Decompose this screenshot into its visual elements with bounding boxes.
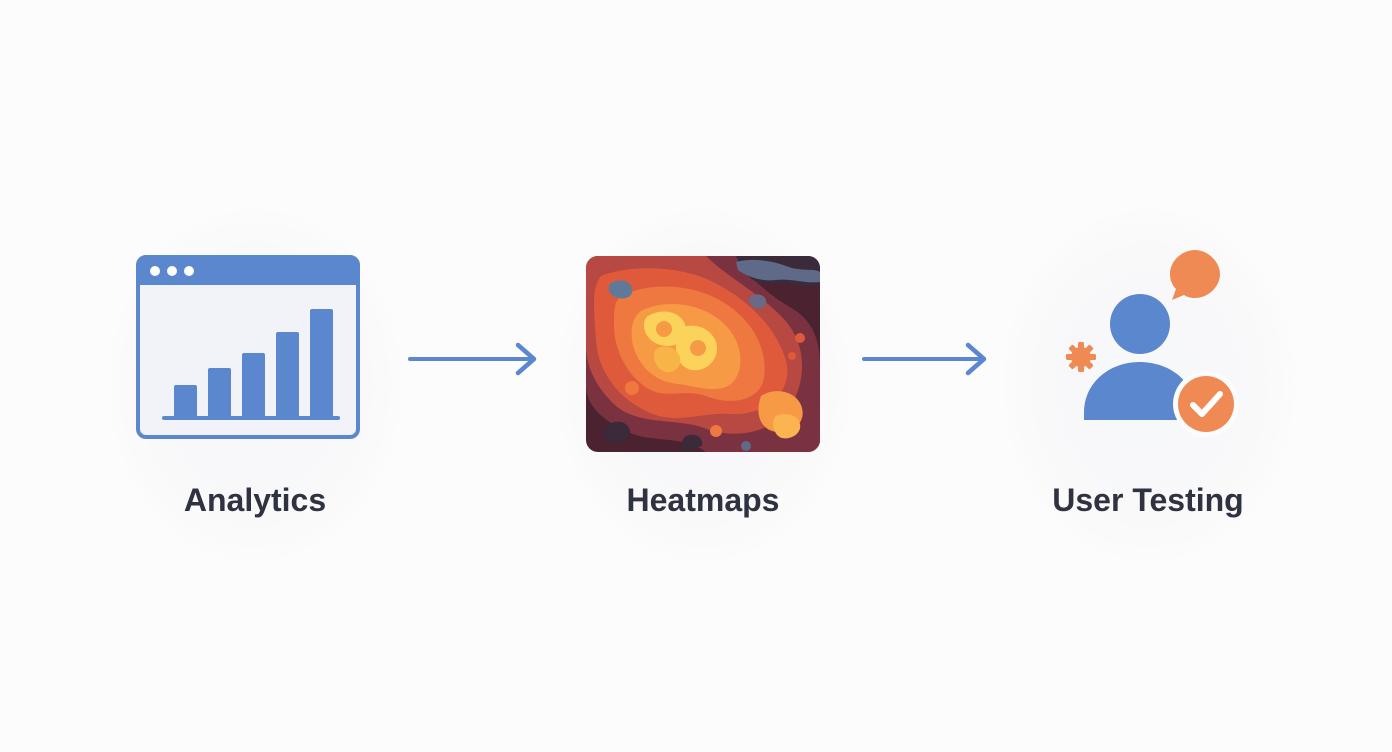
analytics-label: Analytics bbox=[135, 478, 375, 522]
heatmaps-label: Heatmaps bbox=[583, 478, 823, 522]
user-check-icon bbox=[1060, 244, 1240, 440]
bar-chart-window-icon bbox=[136, 255, 360, 439]
arrow-right-icon bbox=[862, 340, 990, 378]
arrow-right-icon bbox=[408, 340, 540, 378]
heatmap-icon bbox=[586, 256, 820, 452]
user-testing-label: User Testing bbox=[1028, 478, 1268, 522]
